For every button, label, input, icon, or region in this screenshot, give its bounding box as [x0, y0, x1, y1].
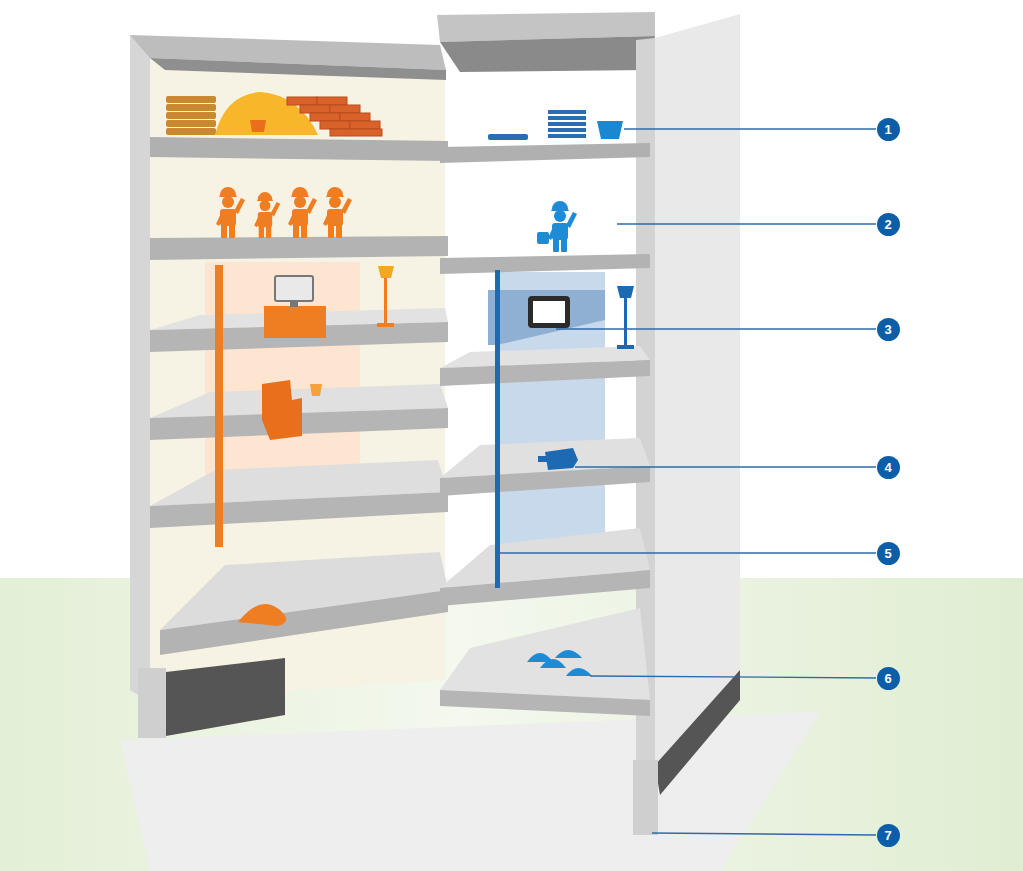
callout-circle: 3	[877, 318, 900, 341]
right-footing-front	[633, 760, 658, 835]
left-floors	[150, 137, 448, 655]
blue-band	[488, 290, 605, 345]
roof-right-under	[440, 36, 655, 72]
blue-items	[488, 110, 634, 676]
right-footing	[655, 670, 740, 795]
callout-number: 4	[884, 461, 891, 474]
callout-number: 5	[884, 547, 891, 560]
callout-circle: 5	[877, 542, 900, 565]
roof-left-under	[150, 58, 446, 80]
left-wall	[130, 35, 150, 702]
callout-circle: 6	[877, 667, 900, 690]
footing-shadow	[166, 658, 285, 736]
callout-number: 1	[884, 123, 891, 136]
leader-lines	[500, 129, 876, 835]
orange-panel	[205, 262, 360, 500]
callout-circle: 2	[877, 213, 900, 236]
shadow	[120, 712, 820, 871]
right-floors	[440, 143, 650, 716]
callout-number: 2	[884, 218, 891, 231]
callout-circle: 4	[877, 456, 900, 479]
callout-circle: 7	[877, 824, 900, 847]
callout-number: 6	[884, 672, 891, 685]
callout-circle: 1	[877, 118, 900, 141]
callout-number: 7	[884, 829, 891, 842]
footing	[138, 668, 166, 738]
right-wall-side	[655, 14, 740, 765]
callout-number: 3	[884, 323, 891, 336]
orange-items	[166, 92, 394, 626]
